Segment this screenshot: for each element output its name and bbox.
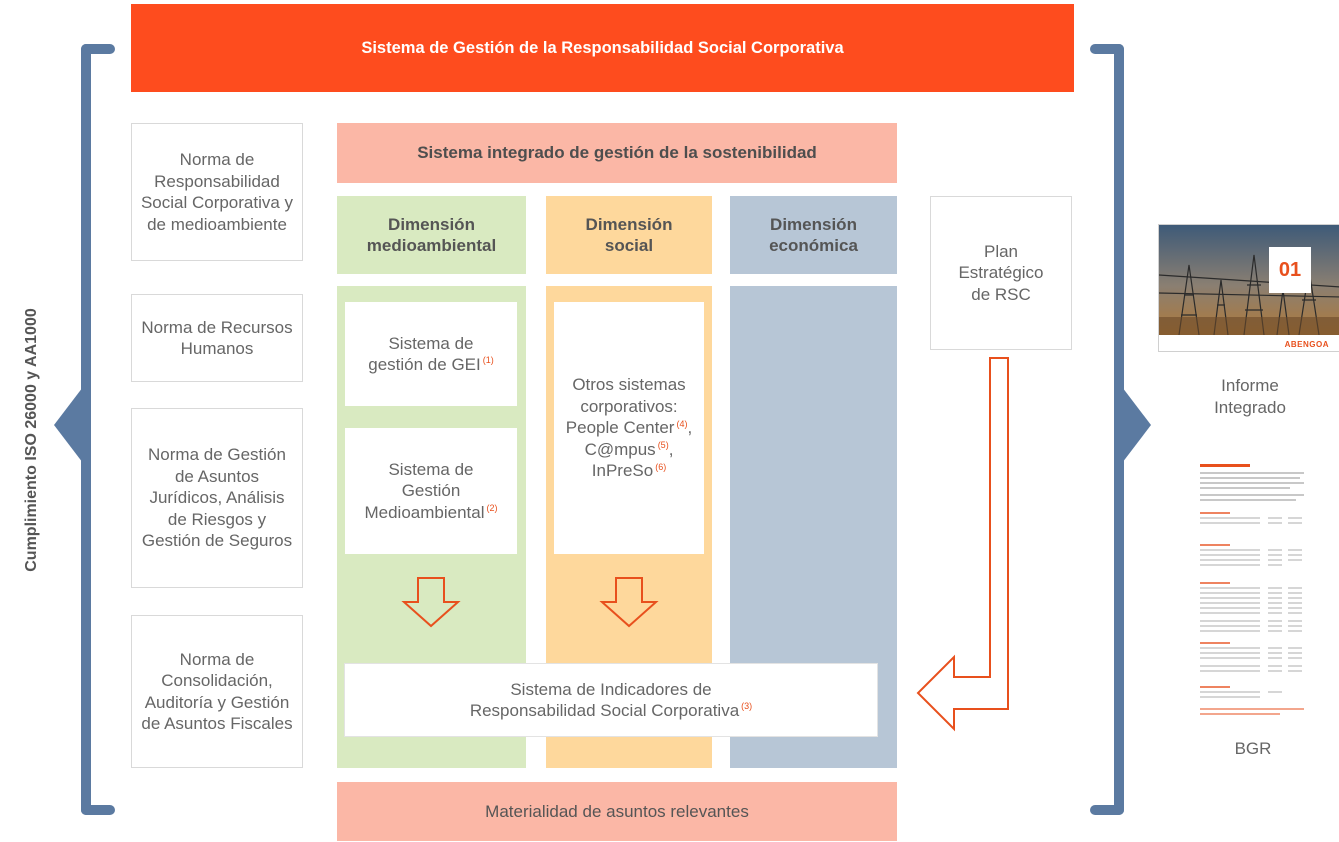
side-label: Cumplimiento ISO 26000 y AA1000 <box>22 270 42 610</box>
report-cover-photo <box>1159 225 1339 335</box>
top-banner: Sistema de Gestión de la Responsabilidad… <box>131 4 1074 92</box>
integrated-report-label: Informe Integrado <box>1195 374 1305 420</box>
right-bracket-bottom <box>1090 805 1124 815</box>
environmental-mgmt-box: Sistema de Gestión Medioambiental(2) <box>345 428 517 554</box>
compliance-label: Cumplimiento ISO 26000 y AA1000 <box>23 308 40 572</box>
norm-label: Norma de Consolidación, Auditoría y Gest… <box>141 649 293 734</box>
cover-number-badge: 01 <box>1269 247 1311 293</box>
elbow-arrow <box>916 357 1009 732</box>
dimension-environmental-header: Dimensión medioambiental <box>337 196 526 274</box>
bgr-text: BGR <box>1234 739 1272 758</box>
norm-label: Norma de Gestión de Asuntos Jurídicos, A… <box>141 445 293 551</box>
cover-footer: ABENGOA <box>1159 335 1339 351</box>
gei-system-box: Sistema de gestión de GEI(1) <box>345 302 517 406</box>
environmental-mgmt-label: Sistema de Gestión Medioambiental(2) <box>364 459 498 522</box>
social-systems-box: Otros sistemas corporativos: People Cent… <box>554 302 704 554</box>
cover-brand-logo: ABENGOA <box>1284 339 1329 349</box>
integrated-system-label: Sistema integrado de gestión de la soste… <box>417 143 817 162</box>
norm-box-hr: Norma de Recursos Humanos <box>131 294 303 382</box>
norm-label: Norma de Recursos Humanos <box>141 317 293 359</box>
gei-system-label: Sistema de gestión de GEI(1) <box>368 333 494 375</box>
materiality-label: Materialidad de asuntos relevantes <box>485 801 749 821</box>
down-arrow-environmental <box>401 577 461 628</box>
left-bracket-bottom <box>81 805 115 815</box>
norm-box-legal: Norma de Gestión de Asuntos Jurídicos, A… <box>131 408 303 588</box>
indicators-label: Sistema de Indicadores de Responsabilida… <box>469 679 753 721</box>
strategic-plan-label: Plan Estratégico de RSC <box>958 241 1044 304</box>
footnote-ref: (2) <box>486 503 498 514</box>
strategic-plan-box: Plan Estratégico de RSC <box>930 196 1072 350</box>
dimension-label: Dimensión social <box>585 214 673 256</box>
left-bracket-bar <box>81 44 91 815</box>
norm-label: Norma de Responsabilidad Social Corporat… <box>140 150 294 234</box>
integrated-report-cover: 01 ABENGOA <box>1158 224 1339 352</box>
dimension-social-header: Dimensión social <box>546 196 712 274</box>
footnote-ref: (6) <box>655 461 667 472</box>
social-systems-label: Otros sistemas corporativos: People Cent… <box>565 375 693 481</box>
bgr-label: BGR <box>1218 736 1288 762</box>
right-bracket-pointer <box>1119 383 1151 467</box>
page-title: Sistema de Gestión de la Responsabilidad… <box>361 38 844 57</box>
footnote-ref: (5) <box>657 440 669 451</box>
left-bracket-pointer <box>54 383 86 467</box>
integrated-report-text: Informe Integrado <box>1214 376 1286 417</box>
left-bracket-top <box>81 44 115 54</box>
down-arrow-social <box>599 577 659 628</box>
cover-number: 01 <box>1278 258 1302 281</box>
materiality-box: Materialidad de asuntos relevantes <box>337 782 897 841</box>
dimension-economic-header: Dimensión económica <box>730 196 897 274</box>
norm-box-rsc: Norma de Responsabilidad Social Corporat… <box>131 123 303 261</box>
right-bracket-top <box>1090 44 1124 54</box>
dimension-label: Dimensión económica <box>769 214 858 256</box>
dimension-label: Dimensión medioambiental <box>366 214 497 256</box>
indicators-box: Sistema de Indicadores de Responsabilida… <box>344 663 878 737</box>
norm-box-fiscal: Norma de Consolidación, Auditoría y Gest… <box>131 615 303 768</box>
integrated-system-header: Sistema integrado de gestión de la soste… <box>337 123 897 183</box>
footnote-ref: (3) <box>741 701 753 712</box>
footnote-ref: (1) <box>482 355 494 366</box>
footnote-ref: (4) <box>676 418 688 429</box>
bgr-document-thumbnail <box>1196 460 1310 722</box>
